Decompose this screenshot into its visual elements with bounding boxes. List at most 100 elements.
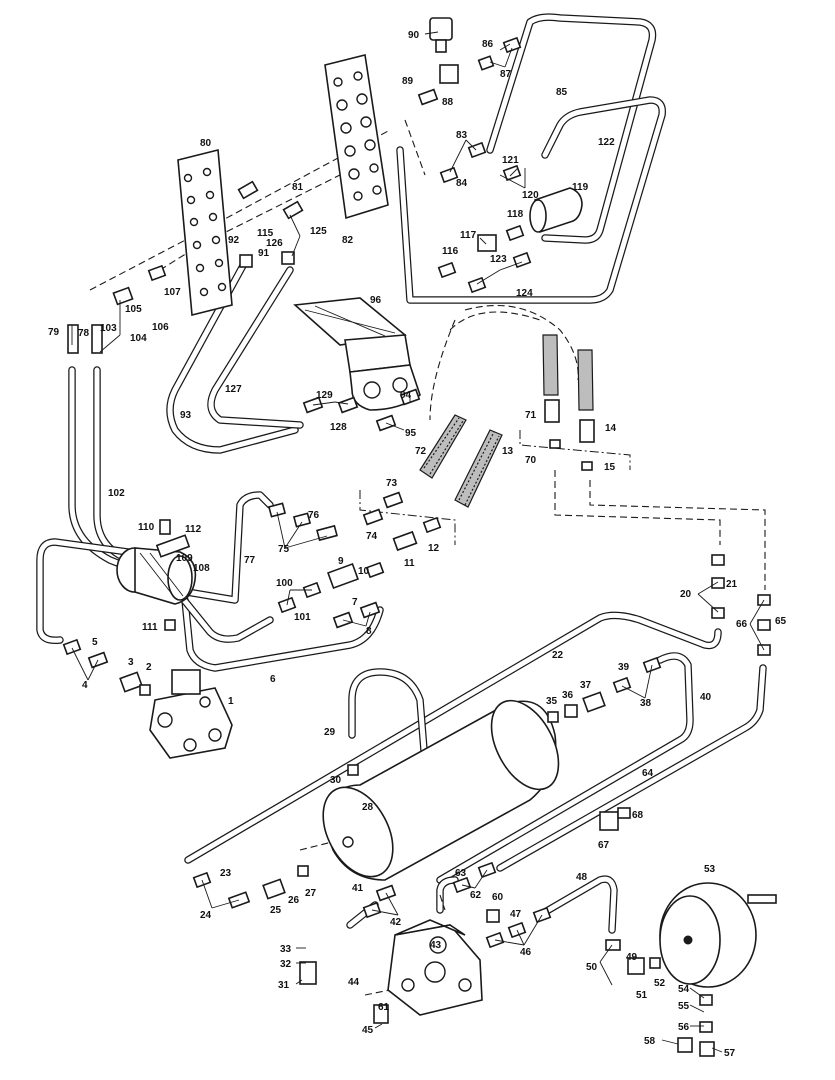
label-107: 107 [164, 287, 181, 298]
label-91: 91 [258, 248, 270, 259]
label-125: 125 [310, 226, 327, 237]
label-33: 33 [280, 944, 292, 955]
label-9: 9 [338, 556, 344, 567]
label-26: 26 [288, 895, 300, 906]
label-44: 44 [348, 977, 360, 988]
label-129: 129 [316, 390, 333, 401]
label-87: 87 [500, 69, 512, 80]
label-77: 77 [244, 555, 256, 566]
label-49: 49 [626, 952, 638, 963]
part-labels: 90 86 87 88 89 85 122 83 84 121 120 119 … [48, 30, 787, 1059]
label-46: 46 [520, 947, 532, 958]
label-35: 35 [546, 696, 558, 707]
valve-90 [429, 17, 453, 53]
flexible-hoses [419, 334, 594, 508]
label-89: 89 [402, 76, 414, 87]
label-23: 23 [220, 868, 232, 879]
label-111: 111 [142, 622, 158, 633]
label-28: 28 [362, 802, 374, 813]
label-63: 63 [455, 868, 467, 879]
label-123: 123 [490, 254, 507, 265]
label-40: 40 [700, 692, 712, 703]
label-14: 14 [605, 423, 617, 434]
label-10: 10 [358, 566, 370, 577]
label-88: 88 [442, 97, 454, 108]
label-61: 61 [378, 1002, 390, 1013]
label-7: 7 [352, 597, 358, 608]
label-37: 37 [580, 680, 592, 691]
label-62: 62 [470, 890, 482, 901]
label-109: 109 [176, 553, 193, 564]
label-31: 31 [278, 980, 290, 991]
label-126: 126 [266, 238, 283, 249]
label-24: 24 [200, 910, 212, 921]
label-100: 100 [276, 578, 293, 589]
label-38: 38 [640, 698, 652, 709]
label-124: 124 [516, 288, 533, 299]
label-90: 90 [408, 30, 420, 41]
label-6: 6 [270, 674, 276, 685]
label-118: 118 [507, 209, 524, 220]
label-122: 122 [598, 137, 615, 148]
label-66: 66 [736, 619, 748, 630]
label-5: 5 [92, 637, 98, 648]
label-39: 39 [618, 662, 630, 673]
label-47: 47 [510, 909, 522, 920]
label-96: 96 [370, 295, 382, 306]
label-68: 68 [632, 810, 644, 821]
label-8: 8 [366, 626, 372, 637]
label-82: 82 [342, 235, 354, 246]
label-102: 102 [108, 488, 125, 499]
label-93: 93 [180, 410, 192, 421]
label-121: 121 [502, 155, 519, 166]
air-reservoir-28 [322, 699, 560, 881]
cylinder-119 [529, 187, 583, 234]
label-92: 92 [228, 235, 240, 246]
label-55: 55 [678, 1001, 690, 1012]
label-79: 79 [48, 327, 60, 338]
label-2: 2 [146, 662, 152, 673]
label-94: 94 [400, 390, 412, 401]
label-75: 75 [278, 544, 290, 555]
label-13: 13 [502, 446, 514, 457]
plate-82 [324, 54, 389, 220]
label-115: 115 [257, 228, 274, 239]
label-101: 101 [294, 612, 311, 623]
label-83: 83 [456, 130, 468, 141]
label-95: 95 [405, 428, 417, 439]
label-70: 70 [525, 455, 537, 466]
label-67: 67 [598, 840, 610, 851]
label-78: 78 [78, 328, 90, 339]
label-116: 116 [442, 246, 459, 257]
valve-43 [387, 919, 483, 1016]
foot-brake-valve-96 [293, 297, 421, 411]
label-76: 76 [308, 510, 320, 521]
label-73: 73 [386, 478, 398, 489]
canister-109 [116, 547, 197, 605]
label-119: 119 [572, 182, 589, 193]
relay-valve-1 [149, 669, 233, 759]
label-86: 86 [482, 39, 494, 50]
plate-80 [177, 148, 233, 317]
label-112: 112 [185, 524, 202, 535]
leader-lines [71, 31, 765, 1053]
label-15: 15 [604, 462, 616, 473]
label-65: 65 [775, 616, 787, 627]
label-74: 74 [366, 531, 378, 542]
label-20: 20 [680, 589, 692, 600]
label-56: 56 [678, 1022, 690, 1033]
label-32: 32 [280, 959, 292, 970]
pipe-network [36, 13, 767, 934]
label-103: 103 [100, 323, 117, 334]
label-81: 81 [292, 182, 304, 193]
label-110: 110 [138, 522, 155, 533]
label-104: 104 [130, 333, 147, 344]
label-27: 27 [305, 888, 317, 899]
label-11: 11 [404, 558, 415, 569]
label-12: 12 [428, 543, 440, 554]
label-21: 21 [726, 579, 738, 590]
label-51: 51 [636, 990, 648, 1001]
label-117: 117 [460, 230, 477, 241]
label-64: 64 [642, 768, 654, 779]
